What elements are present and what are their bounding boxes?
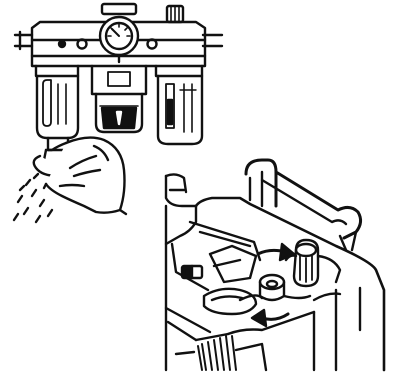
power-switch-icon (182, 266, 202, 278)
vent-grille (198, 336, 236, 370)
carry-handle (246, 160, 361, 250)
drain-valve-knob-icon (286, 240, 340, 286)
pressure-gauge-icon (100, 4, 138, 62)
hand-icon (34, 138, 126, 214)
filter-regulator-lubricator-icon (14, 4, 222, 222)
filter-bowl (36, 66, 78, 150)
rotate-arrow-icon (258, 244, 294, 260)
compressor-drain-valve-icon (166, 160, 384, 370)
sight-glass (92, 66, 146, 132)
lubricator-bowl (156, 66, 202, 144)
regulator-knob-icon (167, 6, 183, 22)
drain-spray (14, 174, 52, 222)
